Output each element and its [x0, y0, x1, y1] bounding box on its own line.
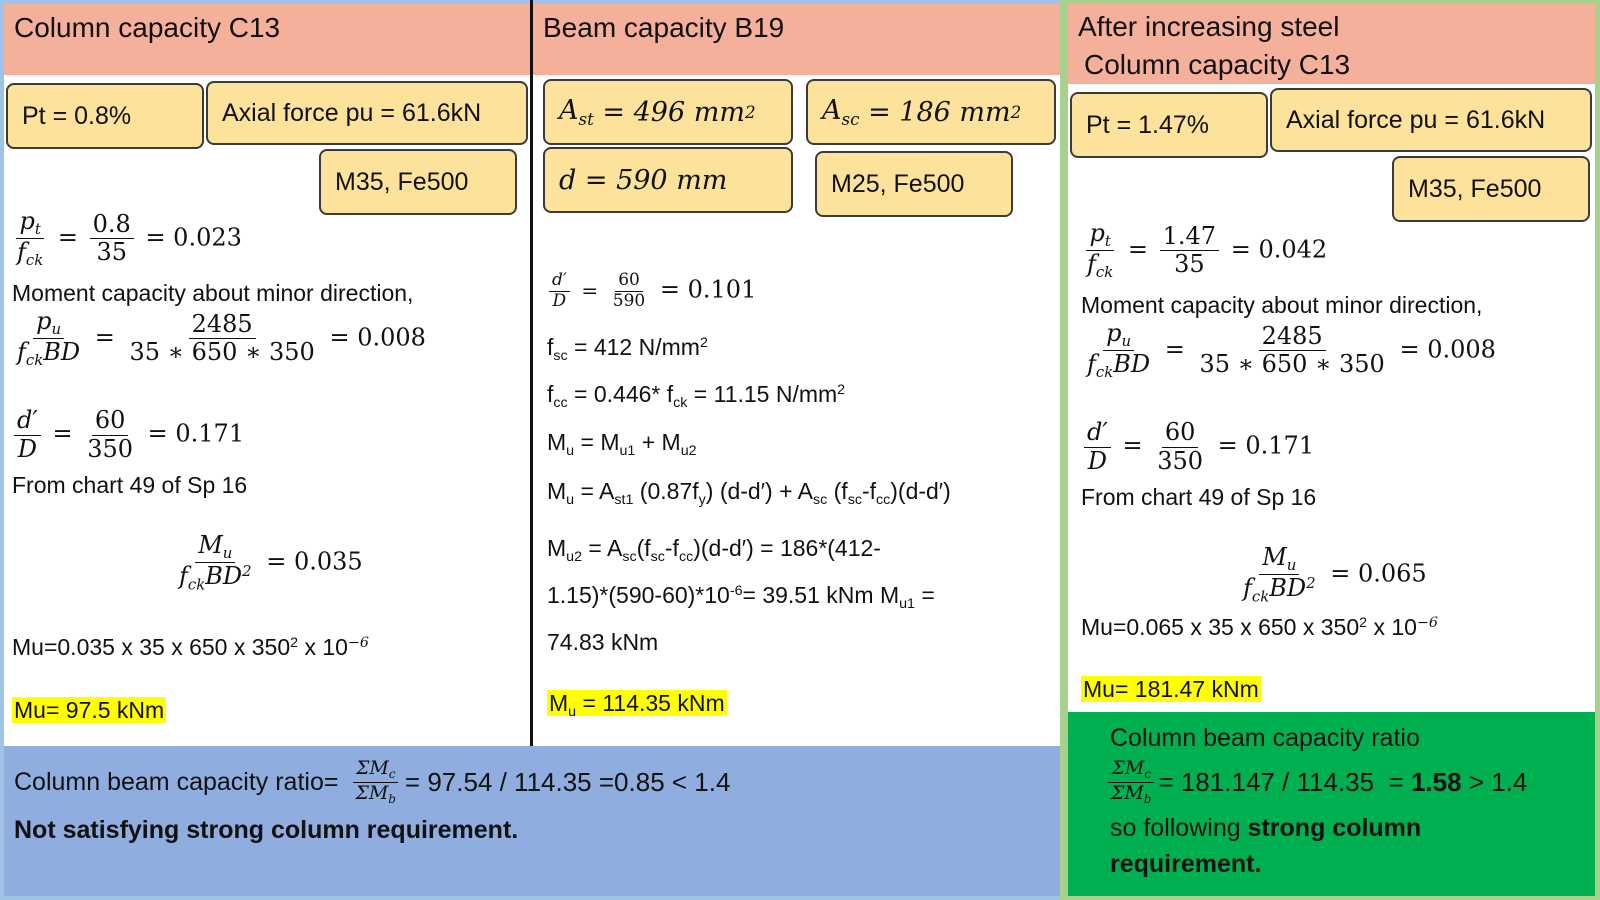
- summary-left-label: Column beam capacity ratio=: [14, 767, 339, 796]
- beam-mu-final: Mu = 114.35 kNm: [547, 690, 727, 720]
- column-grade-label: M35, Fe500: [335, 167, 469, 196]
- after-pt-result: = 0.042: [1230, 235, 1328, 264]
- after-pt-den: 35: [1174, 250, 1205, 279]
- after-grade-label: M35, Fe500: [1408, 174, 1542, 203]
- after-mu-result: = 0.065: [1330, 559, 1427, 588]
- summary-right-frac-num: ΣM: [1111, 757, 1145, 779]
- summary-right-frac-den: ΣM: [1111, 781, 1144, 804]
- column-axial-label: Axial force pu = 61.6kN: [222, 98, 482, 127]
- summary-right-value-bold: 1.58: [1410, 766, 1462, 797]
- summary-left-conclusion: Not satisfying strong column requirement…: [14, 816, 519, 844]
- after-d-result: = 0.171: [1217, 431, 1315, 460]
- after-pu-den: 35 ∗ 650 ∗ 350: [1199, 350, 1385, 379]
- column-d-den: 350: [87, 434, 133, 463]
- column-moment-text: Moment capacity about minor direction,: [12, 280, 414, 306]
- summary-right-label: Column beam capacity ratio: [1110, 724, 1420, 752]
- beam-ast-value: = 496 mm: [602, 96, 745, 128]
- beam-grade-label: M25, Fe500: [831, 169, 965, 198]
- after-pt-label: Pt = 1.47%: [1086, 110, 1209, 139]
- after-d-num: 60: [1161, 418, 1199, 448]
- left-divider: [530, 0, 533, 746]
- after-mu-calc: Mu=0.065 x 35 x 650 x 3502 x 10−6: [1081, 614, 1438, 640]
- beam-mu-formula-line: Mu = Ast1 (0.87fy) (d-d′) + Asc (fsc-fcc…: [547, 478, 951, 508]
- column-mu-final: Mu= 97.5 kNm: [12, 697, 167, 723]
- after-axial-box: Axial force pu = 61.6kN: [1270, 88, 1592, 152]
- summary-right-conclusion: so following strong column requirement.: [1110, 814, 1422, 878]
- beam-asc-value: = 186 mm: [868, 96, 1011, 128]
- column-title: Column capacity C13: [4, 4, 532, 75]
- after-panel: After increasing steel Column capacity C…: [1068, 4, 1595, 712]
- summary-right-value: = 181.147 / 114.35 =: [1158, 766, 1411, 797]
- beam-d-result: = 0.101: [659, 275, 757, 304]
- column-pt-den: 35: [96, 238, 127, 267]
- column-axial-box: Axial force pu = 61.6kN: [206, 81, 528, 145]
- column-grade-box: M35, Fe500: [319, 149, 517, 215]
- summary-right-value-end: > 1.4: [1461, 766, 1528, 797]
- summary-left-frac-den: ΣM: [355, 781, 389, 804]
- column-mu-result: = 0.035: [266, 547, 363, 576]
- summary-left-value: = 97.54 / 114.35 =0.85 < 1.4: [404, 766, 731, 797]
- after-mu-final: Mu= 181.47 kNm: [1081, 676, 1261, 702]
- after-pu-result: = 0.008: [1399, 335, 1496, 364]
- column-d-num: 60: [91, 406, 129, 436]
- column-pt-label: Pt = 0.8%: [22, 101, 132, 130]
- after-d-den: 350: [1157, 446, 1203, 475]
- beam-d-den: 590: [612, 290, 646, 311]
- column-pu-den: 35 ∗ 650 ∗ 350: [129, 338, 315, 367]
- after-grade-box: M35, Fe500: [1392, 156, 1590, 222]
- summary-left-frac-num: ΣM: [355, 757, 389, 779]
- column-mu-calc: Mu=0.035 x 35 x 650 x 3502 x 10−6: [12, 634, 369, 660]
- after-pu-num: 2485: [1258, 322, 1326, 352]
- beam-mu2-line2: 1.15)*(590-60)*10-6= 39.51 kNm Mu1 =: [547, 582, 935, 612]
- after-pt-num: 1.47: [1159, 222, 1220, 252]
- column-panel: Column capacity C13 Pt = 0.8% Axial forc…: [4, 4, 532, 746]
- column-pt-box: Pt = 0.8%: [6, 83, 204, 149]
- column-d-result: = 0.171: [147, 419, 245, 448]
- after-axial-label: Axial force pu = 61.6kN: [1286, 105, 1546, 134]
- column-pt-result: = 0.023: [145, 223, 242, 252]
- beam-fcc-line: fcc = 0.446* fck = 11.15 N/mm2: [547, 381, 846, 411]
- after-moment-text: Moment capacity about minor direction,: [1081, 292, 1483, 318]
- beam-mu-sum-line: Mu = Mu1 + Mu2: [547, 429, 697, 459]
- after-title-line1: After increasing steel: [1078, 11, 1340, 42]
- beam-mu2-line1: Mu2 = Asc(fsc-fcc)(d-d′) = 186*(412-: [547, 535, 881, 565]
- column-pt-num: 0.8: [89, 210, 134, 240]
- beam-grade-box: M25, Fe500: [815, 151, 1013, 217]
- after-chart-text: From chart 49 of Sp 16: [1081, 484, 1317, 510]
- beam-mu2-line3: 74.83 kNm: [547, 629, 659, 655]
- beam-d-num: 60: [615, 270, 643, 292]
- beam-title: Beam capacity B19: [533, 4, 1060, 75]
- column-pu-num: 2485: [188, 310, 256, 340]
- after-pt-box: Pt = 1.47%: [1070, 92, 1268, 158]
- beam-d-value: d = 590 mm: [559, 164, 728, 196]
- beam-fsc-line: fsc = 412 N/mm2: [547, 334, 708, 364]
- beam-d-box: d = 590 mm: [543, 147, 793, 213]
- column-pu-result: = 0.008: [329, 323, 426, 352]
- after-title-line2: Column capacity C13: [1084, 49, 1351, 80]
- column-chart-text: From chart 49 of Sp 16: [12, 472, 248, 498]
- after-title: After increasing steel Column capacity C…: [1068, 4, 1595, 84]
